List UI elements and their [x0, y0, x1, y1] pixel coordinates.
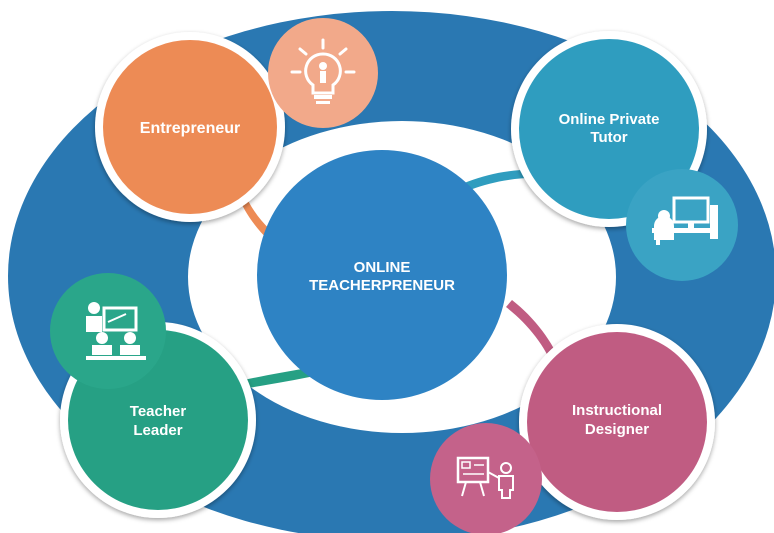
tutor-inner-circle [519, 39, 699, 219]
presenter-board-icon [430, 423, 542, 533]
designer-label-line1: Instructional [572, 402, 662, 419]
connector-designer [506, 300, 562, 369]
leader-label-line1: Teacher [130, 403, 187, 420]
role-instructional-designer: Instructional Designer [519, 324, 715, 520]
center-title-line1: ONLINE [354, 259, 411, 276]
center-circle [257, 150, 507, 400]
tutor-label-line1: Online Private [559, 111, 660, 128]
designer-inner-circle [527, 332, 707, 512]
connector-tutor [432, 169, 540, 206]
entrepreneur-label: Entrepreneur [140, 120, 240, 137]
designer-label-line2: Designer [585, 421, 649, 438]
lightbulb-person-icon [268, 18, 378, 128]
entrepreneur-inner-circle [103, 40, 277, 214]
tutor-label-line2: Tutor [590, 129, 627, 146]
center-title-line2: TEACHERPRENEUR [309, 277, 455, 294]
computer-desk-icon [626, 169, 738, 281]
leader-label-line2: Leader [133, 422, 182, 439]
teacher-class-icon [50, 273, 166, 389]
role-entrepreneur: Entrepreneur [95, 32, 285, 222]
